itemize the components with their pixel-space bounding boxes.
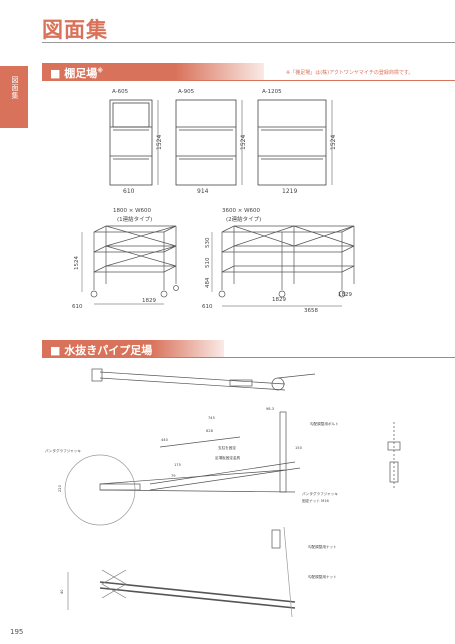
assembly1-depth: 610 [72,304,83,310]
dim-d6: 98.3 [266,407,274,411]
assembly2-size: 3600 × W600 [222,208,261,214]
label-adj-nut2: 勾配調整用ナット [308,574,337,579]
trademark-mark: ※ [97,67,104,75]
section1-rule [42,80,455,81]
dim-d4: 175 [174,463,181,467]
model-a605-height: 1524 [156,135,163,150]
assembly2-type: (2連結タイプ) [226,217,262,223]
section2-band [42,340,224,357]
label-adj-nut: 勾配調整用ナット [308,544,337,549]
model-a605-width: 610 [123,188,135,195]
label-handrail-bolt: 勾配調整用ボルト [310,421,339,426]
dim-d7: 150 [295,446,303,450]
assembly2-total: 3658 [304,308,318,314]
label-end-plate: 足場板固定金具 [215,455,241,460]
dim-d5: 79 [171,474,176,478]
dim-d8: 220 [58,484,62,492]
section1-band [42,63,264,80]
side-tab-label: 図面集 [11,76,19,100]
dim-d1: 745 [208,416,215,420]
assembly2-depth: 610 [202,304,213,310]
pipe-scaffold-drawing: パンタグラフジャッキ 勾配調整用ボルト 支柱を固定 足場板固定金具 パンタグラフ… [45,368,401,618]
assembly1-size: 1800 × W600 [113,208,152,214]
label-pipe-jack: パンタグラフジャッキ [45,448,81,453]
section2-title: ■ 水抜きパイプ足場 [50,344,153,357]
assembly1-height: 1524 [74,256,80,270]
model-a1205-height: 1524 [330,135,337,150]
section2-rule [42,357,455,358]
section1-title: ■ 棚足場※ [50,67,104,80]
page-title: 図面集 [42,18,108,42]
assembly2-h2: 510 [205,257,211,268]
dim-d3: 440 [161,438,169,442]
label-jack-fix2: 固定ナット M16 [302,498,329,503]
section2-title-text: 水抜きパイプ足場 [64,344,153,357]
assembly2-length1: 1829 [272,297,286,303]
assembly1-type: (1連結タイプ) [117,217,153,223]
model-a905-name: A-905 [178,89,195,95]
section1-title-text: 棚足場 [64,67,98,80]
model-a905-width: 914 [197,188,209,195]
model-a905-height: 1524 [240,135,247,150]
model-a605-name: A-605 [112,89,129,95]
title-divider [42,42,455,43]
assembly1-length: 1829 [142,298,156,304]
assembly-drawing: 1524 1829 610 530 510 484 1829 1829 3658… [72,225,355,314]
label-pipe-stand: 支柱を固定 [218,445,236,450]
model-a1205-width: 1219 [282,188,297,195]
trademark-note: ※「棚足場」は(株)アクトワンヤマイチの登録商標です。 [286,70,414,76]
assembly2-h1: 530 [205,237,211,248]
assembly2-h3: 484 [205,277,211,288]
page-number: 195 [10,628,24,636]
dim-d2: 628 [206,429,214,433]
model-a1205-name: A-1205 [262,89,282,95]
assembly2-length2: 1829 [338,292,352,298]
label-jack-fix: パンタグラフジャッキ [302,491,338,496]
side-tab[interactable] [0,66,28,128]
model-frames-drawing: 610 914 1219 1524 1524 1524 [109,99,337,195]
dim-d9: 40 [60,589,64,594]
